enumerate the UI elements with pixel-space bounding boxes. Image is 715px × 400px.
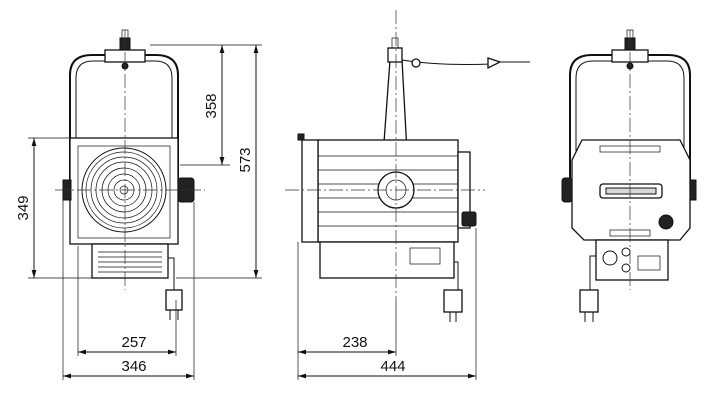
- dim-front-body-height: 349: [15, 195, 32, 220]
- rear-right-knob: [689, 179, 697, 201]
- front-yoke: [69, 54, 179, 185]
- side-lens-ring: [301, 139, 319, 243]
- dimension-lines: [28, 44, 477, 380]
- safety-cable: [401, 59, 493, 65]
- rear-left-knob: [561, 177, 573, 203]
- side-view: [285, 10, 530, 322]
- dim-front-body-width: 257: [121, 334, 146, 351]
- front-ballast-grille: [98, 251, 162, 273]
- front-view: [55, 29, 205, 320]
- dim-side-lens-to-yoke: 238: [342, 334, 367, 351]
- rear-plug: [579, 289, 599, 313]
- rear-power-socket: [602, 250, 618, 266]
- rear-ballast: [595, 239, 669, 281]
- dim-side-total-length: 444: [380, 358, 405, 375]
- side-plug: [443, 289, 463, 313]
- side-ballast: [319, 241, 455, 279]
- dim-front-total-width: 346: [121, 358, 146, 375]
- front-ballast: [91, 243, 169, 279]
- dim-front-yoke-height: 358: [203, 93, 220, 118]
- rear-display: [637, 255, 661, 271]
- rear-view: [561, 29, 697, 322]
- side-top-clamp: [387, 47, 403, 63]
- side-rear-knob: [461, 211, 477, 227]
- rear-yoke: [569, 54, 691, 185]
- rear-dial-knob: [658, 214, 674, 230]
- dim-front-total-height: 573: [237, 147, 254, 172]
- front-plug: [165, 289, 183, 311]
- front-housing: [69, 137, 179, 245]
